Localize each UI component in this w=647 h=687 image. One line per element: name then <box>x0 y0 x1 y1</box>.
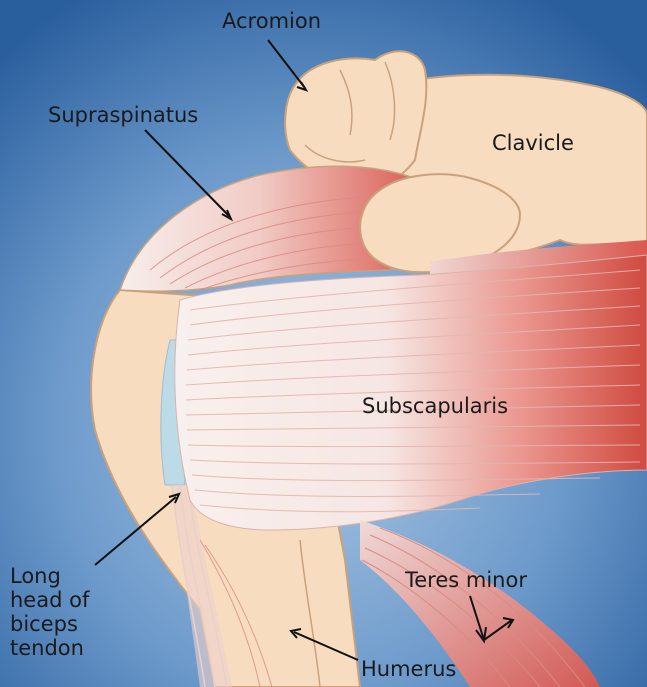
acromion-arrowhead <box>296 81 309 92</box>
clavicle-end <box>359 173 522 274</box>
subscapularis-muscle <box>174 254 647 531</box>
biceps-leader <box>94 496 177 566</box>
teres-arrowhead-b <box>502 617 515 629</box>
humerus-leader <box>293 631 359 661</box>
acromion-bone <box>284 50 428 188</box>
label-clavicle: Clavicle <box>492 131 574 155</box>
lower-fibres <box>199 539 273 687</box>
biceps-tendon-fill <box>172 485 232 687</box>
humerus-arrowhead <box>289 628 302 639</box>
teres-leader-a <box>469 595 485 641</box>
label-acromion: Acromion <box>222 9 321 33</box>
leader-lines <box>94 39 515 661</box>
teres-minor-muscle <box>360 520 600 687</box>
biceps-arrowhead <box>168 492 181 504</box>
acromion-leader <box>267 39 306 89</box>
label-teres-minor: Teres minor <box>404 568 527 592</box>
label-biceps-line4: tendon <box>10 636 84 660</box>
teres-leader-b <box>483 619 513 641</box>
supraspinatus-arrowhead <box>221 209 234 222</box>
label-biceps-line1: Long <box>10 564 61 588</box>
label-biceps-line3: biceps <box>10 612 78 636</box>
teres-arrowhead-a <box>475 626 487 644</box>
label-humerus: Humerus <box>361 657 456 681</box>
supraspinatus-leader <box>144 129 230 217</box>
label-supraspinatus: Supraspinatus <box>48 103 198 127</box>
label-biceps-line2: head of <box>10 588 90 612</box>
label-subscapularis: Subscapularis <box>362 394 508 418</box>
